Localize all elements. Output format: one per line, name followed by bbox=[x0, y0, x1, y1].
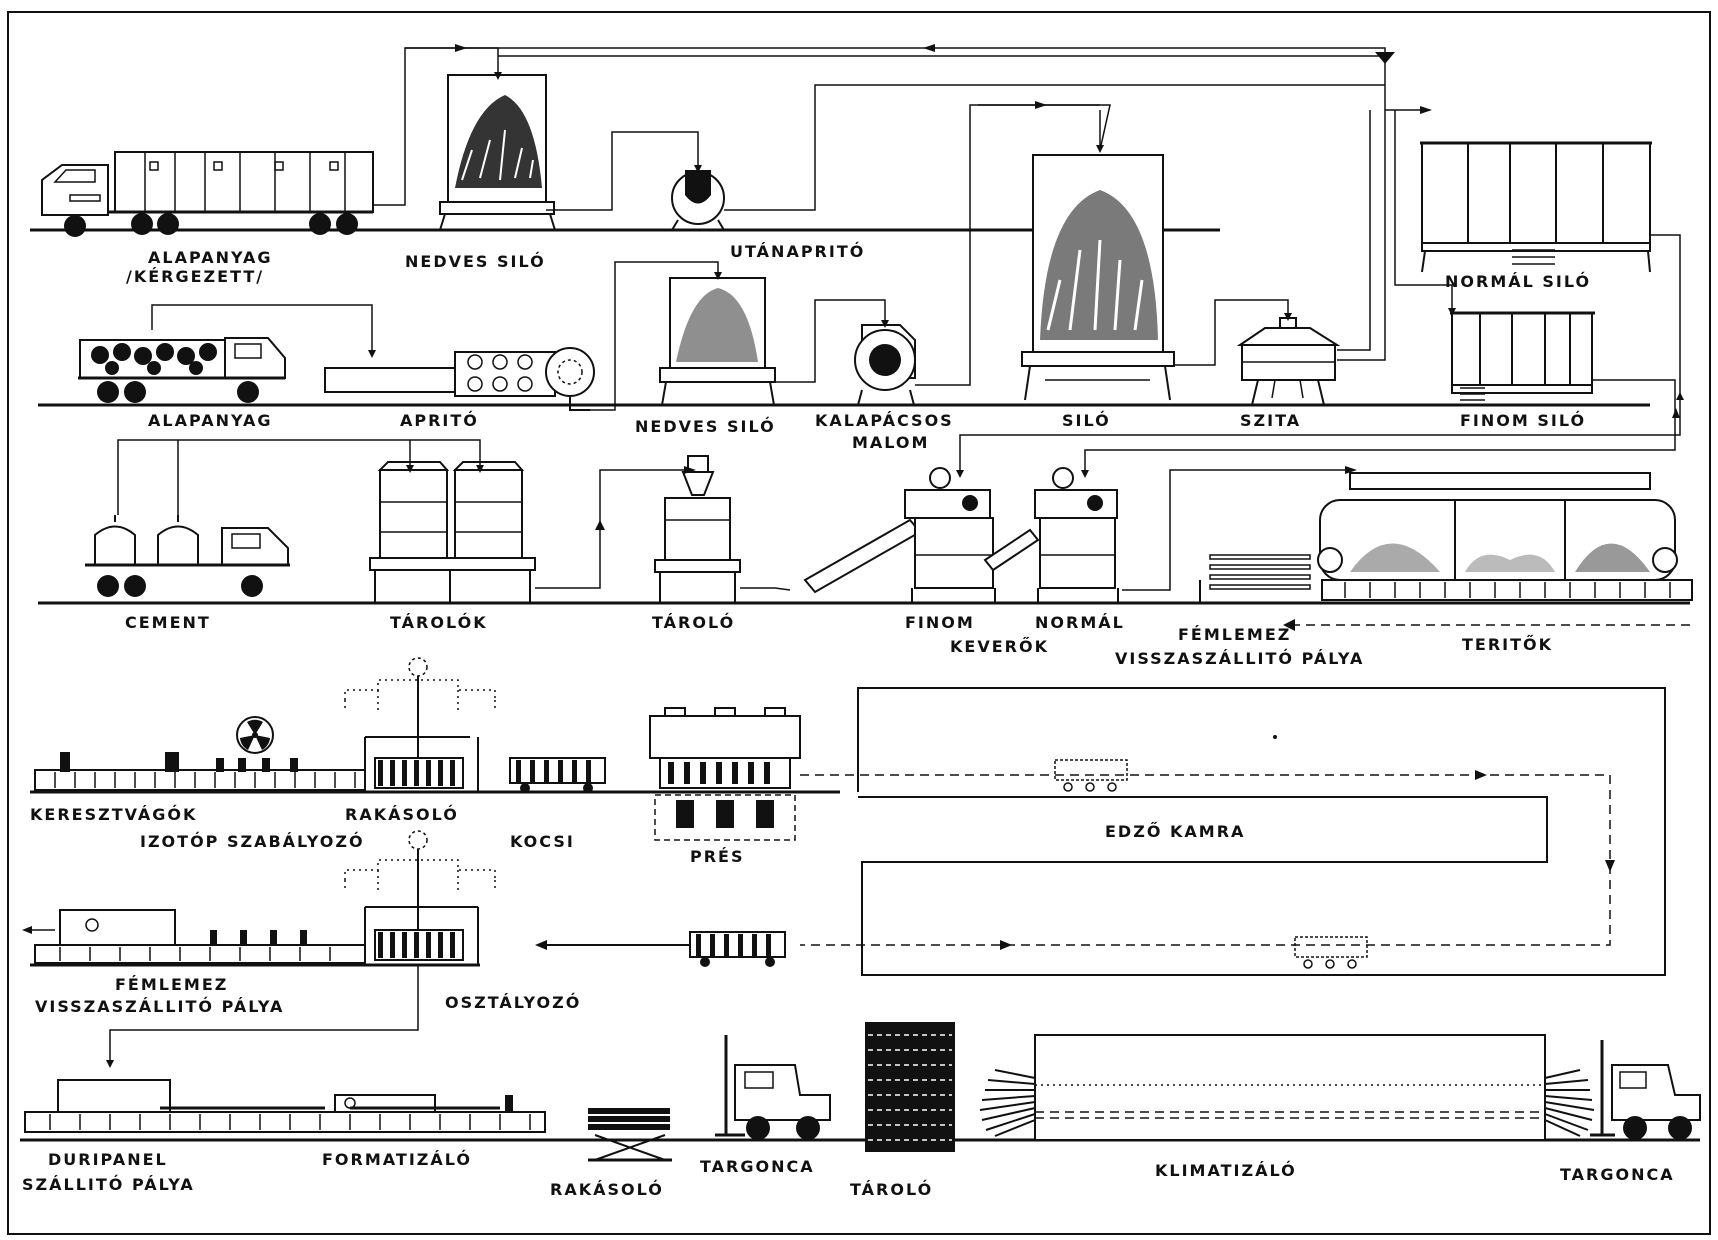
label-press: PRÉS bbox=[690, 847, 745, 866]
label-duripanel-conveyor: SZÁLLITÓ PÁLYA bbox=[22, 1175, 195, 1194]
label-silo: SILÓ bbox=[1062, 411, 1111, 430]
stacker-1 bbox=[345, 658, 495, 792]
label-raw-material: ALAPANYAG bbox=[148, 411, 273, 430]
label-fine-silo: FINOM SILÓ bbox=[1460, 411, 1586, 430]
label-isotope-regulator: IZOTÓP SZABÁLYOZÓ bbox=[140, 832, 365, 851]
metal-plate-return-stack bbox=[1200, 555, 1310, 603]
label-normal-silo: NORMÁL SILÓ bbox=[1445, 272, 1591, 291]
label-metal-plate-1: FÉMLEMEZ bbox=[1178, 625, 1291, 644]
spreaders bbox=[1318, 473, 1692, 600]
label-raw-material-bark-note: /KÉRGEZETT/ bbox=[126, 267, 264, 286]
truck-raw-material bbox=[78, 338, 285, 403]
label-forklift-1: TARGONCA bbox=[700, 1157, 815, 1176]
stacker-2 bbox=[345, 831, 495, 965]
cement-truck bbox=[85, 515, 290, 597]
label-cement: CEMENT bbox=[125, 613, 211, 632]
press bbox=[650, 708, 800, 840]
chipper bbox=[325, 348, 594, 410]
label-wet-silo-2: NEDVES SILÓ bbox=[635, 417, 776, 436]
label-raw-material-bark: ALAPANYAG bbox=[148, 248, 273, 267]
truck-raw-material-bark bbox=[42, 152, 373, 237]
label-spreaders: TERITŐK bbox=[1462, 634, 1553, 654]
cart-row5 bbox=[690, 932, 785, 967]
normal-silo bbox=[1420, 143, 1652, 272]
storage-bin-cyclone bbox=[655, 456, 740, 603]
forklift-2 bbox=[1590, 1040, 1700, 1140]
label-return-conveyor-2: VISSZASZÁLLITÓ PÁLYA bbox=[35, 997, 284, 1016]
duripanel-conveyor bbox=[25, 1080, 545, 1132]
label-storage-bins: TÁROLÓK bbox=[390, 613, 488, 632]
screen-sieve bbox=[1240, 318, 1337, 405]
hammer-mill bbox=[855, 325, 915, 405]
climatizer-tunnel bbox=[980, 1035, 1594, 1140]
label-metal-plate-2: FÉMLEMEZ bbox=[115, 975, 228, 994]
label-hammer-mill-2: MALOM bbox=[852, 433, 929, 452]
label-sorter: OSZTÁLYOZÓ bbox=[445, 993, 581, 1012]
curing-cart-2 bbox=[1295, 937, 1367, 968]
mixer-fine bbox=[805, 468, 995, 603]
label-curing-chamber: EDZŐ KAMRA bbox=[1105, 821, 1245, 841]
storage-stack bbox=[865, 1022, 955, 1152]
lift-table-stacker bbox=[588, 1108, 672, 1160]
cart bbox=[510, 758, 605, 793]
isotope-regulator bbox=[237, 717, 273, 753]
post-shredder bbox=[672, 170, 724, 230]
formatizer bbox=[335, 1095, 513, 1112]
label-post-shredder: UTÁNAPRITÓ bbox=[730, 242, 865, 261]
brush-roller-right bbox=[1545, 1070, 1594, 1136]
wet-silo-1 bbox=[440, 75, 555, 230]
wet-silo-2 bbox=[660, 278, 775, 405]
cross-cutters-conveyor bbox=[35, 752, 365, 790]
fine-silo bbox=[1450, 313, 1595, 400]
silo-main bbox=[1022, 155, 1174, 400]
label-stacker-2: RAKÁSOLÓ bbox=[550, 1180, 664, 1199]
label-wet-silo-1: NEDVES SILÓ bbox=[405, 252, 546, 271]
storage-bins bbox=[370, 462, 535, 603]
label-fine: FINOM bbox=[905, 613, 975, 632]
label-normal: NORMÁL bbox=[1035, 613, 1125, 632]
label-storage-1: TÁROLÓ bbox=[652, 613, 735, 632]
mixer-normal bbox=[985, 468, 1118, 603]
label-chipper: APRITÓ bbox=[400, 411, 479, 430]
label-climatizer: KLIMATIZÁLÓ bbox=[1155, 1161, 1297, 1180]
label-stacker-1: RAKÁSOLÓ bbox=[345, 805, 459, 824]
label-mixers: KEVERŐK bbox=[950, 636, 1049, 656]
label-cross-cutters: KERESZTVÁGÓK bbox=[30, 805, 197, 824]
forklift-1 bbox=[715, 1035, 830, 1140]
label-duripanel: DURIPANEL bbox=[48, 1150, 168, 1169]
label-return-conveyor-1: VISSZASZÁLLITÓ PÁLYA bbox=[1115, 649, 1364, 668]
label-hammer-mill-1: KALAPÁCSOS bbox=[815, 411, 954, 430]
label-cart: KOCSI bbox=[510, 832, 575, 851]
label-forklift-2: TARGONCA bbox=[1560, 1165, 1675, 1184]
brush-roller-left bbox=[980, 1070, 1035, 1136]
label-screen: SZITA bbox=[1240, 411, 1301, 430]
label-formatizer: FORMATIZÁLÓ bbox=[322, 1150, 472, 1169]
label-storage-2: TÁROLÓ bbox=[850, 1180, 933, 1199]
